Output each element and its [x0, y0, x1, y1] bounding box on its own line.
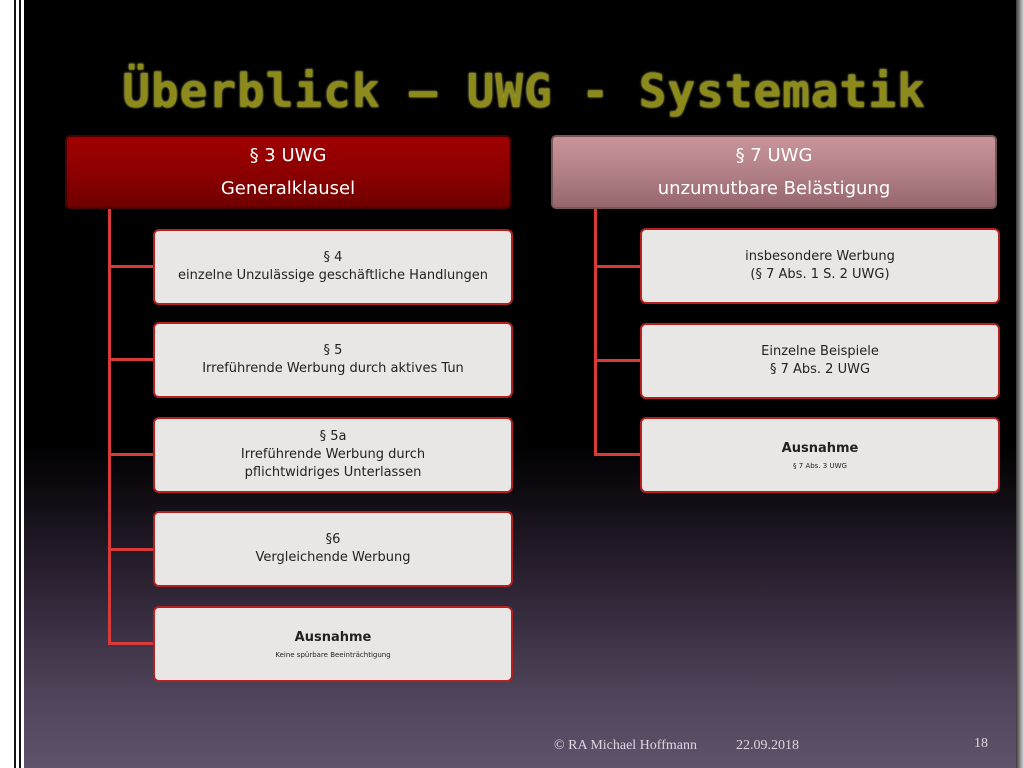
slide-edge: [1016, 0, 1024, 768]
margin-line: [19, 0, 21, 768]
footer-date: 22.09.2018: [736, 738, 799, 753]
header-generalklausel: § 3 UWG Generalklausel: [65, 135, 511, 209]
node-paragraph-6: §6 Vergleichende Werbung: [153, 511, 513, 587]
header-label: Generalklausel: [220, 178, 356, 199]
tree-connector: [594, 265, 640, 268]
node-paragraph-5: § 5 Irreführende Werbung durch aktives T…: [153, 322, 513, 398]
node-text: Irreführende Werbung durch aktives Tun: [202, 361, 464, 376]
tree-connector: [108, 209, 111, 643]
tree-connector: [594, 453, 640, 456]
tree-connector: [108, 358, 154, 361]
tree-connector: [594, 209, 597, 455]
node-text: Vergleichende Werbung: [255, 550, 411, 565]
slide-number: 18: [974, 736, 988, 751]
tree-connector: [108, 548, 154, 551]
node-paragraph-5a: § 5a Irreführende Werbung durch pflichtw…: [153, 417, 513, 493]
node-werbung: insbesondere Werbung (§ 7 Abs. 1 S. 2 UW…: [640, 228, 1000, 304]
node-paragraph: § 4: [323, 250, 343, 265]
node-text: Irreführende Werbung durch pflichtwidrig…: [240, 447, 426, 480]
node-heading: Ausnahme: [294, 629, 372, 645]
tree-connector: [594, 359, 640, 362]
node-ausnahme-left: Ausnahme Keine spürbare Beeinträchtigung: [153, 606, 513, 682]
node-heading: Ausnahme: [781, 440, 859, 456]
footer-author: © RA Michael Hoffmann: [554, 738, 697, 753]
node-ausnahme-right: Ausnahme § 7 Abs. 3 UWG: [640, 417, 1000, 493]
left-margin: [0, 0, 24, 768]
header-label: unzumutbare Belästigung: [657, 178, 891, 199]
node-text: § 7 Abs. 3 UWG: [793, 461, 847, 470]
node-paragraph: § 5a: [319, 429, 347, 444]
node-beispiele: Einzelne Beispiele § 7 Abs. 2 UWG: [640, 323, 1000, 399]
node-paragraph: (§ 7 Abs. 1 S. 2 UWG): [750, 267, 890, 282]
node-text: Keine spürbare Beeinträchtigung: [275, 650, 391, 659]
node-text: einzelne Unzulässige geschäftliche Handl…: [178, 268, 488, 283]
header-paragraph: § 7 UWG: [735, 145, 813, 166]
tree-connector: [108, 265, 154, 268]
margin-line: [14, 0, 16, 768]
header-paragraph: § 3 UWG: [249, 145, 327, 166]
node-text: Einzelne Beispiele: [761, 344, 879, 359]
slide: Überblick – UWG - Systematik § 3 UWG Gen…: [24, 0, 1024, 768]
slide-title: Überblick – UWG - Systematik: [122, 64, 926, 118]
node-paragraph: §6: [325, 532, 341, 547]
node-text: insbesondere Werbung: [745, 249, 895, 264]
tree-connector: [108, 453, 154, 456]
node-paragraph: § 5: [323, 343, 343, 358]
node-paragraph-4: § 4 einzelne Unzulässige geschäftliche H…: [153, 229, 513, 305]
tree-connector: [108, 642, 154, 645]
header-belaestigung: § 7 UWG unzumutbare Belästigung: [551, 135, 997, 209]
node-paragraph: § 7 Abs. 2 UWG: [769, 362, 871, 377]
